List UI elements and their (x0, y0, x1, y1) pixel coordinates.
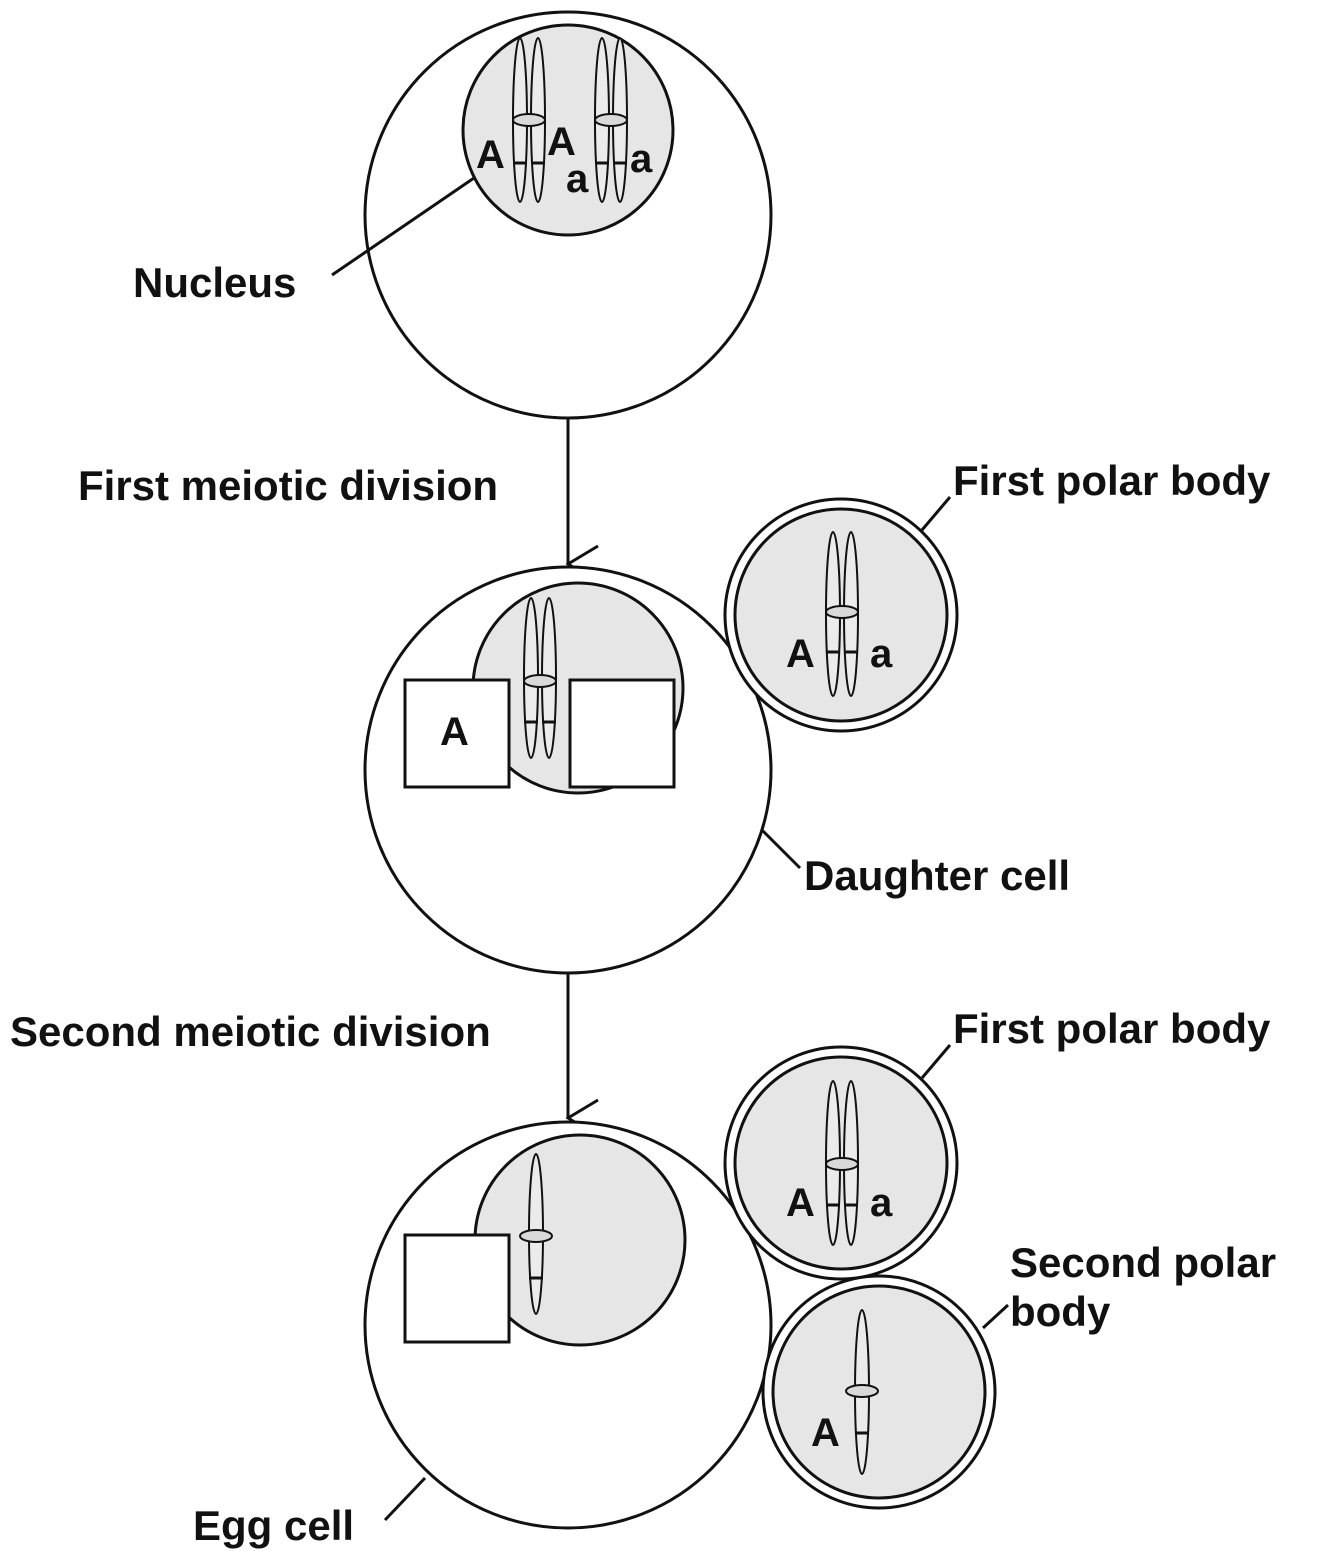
second-polar-body-label-line1: Second polar (1010, 1239, 1276, 1286)
first-polar-body-1-label: First polar body (953, 457, 1271, 504)
nucleus-label: Nucleus (133, 259, 296, 306)
first-polar-body-1-leader-line (922, 497, 950, 530)
allele-label: A (786, 1181, 815, 1225)
egg-cell-leader-line (385, 1478, 425, 1520)
allele-label: a (566, 157, 589, 201)
daughter-cell: A (365, 567, 771, 973)
allele-label: A (476, 133, 505, 177)
daughter-allele-box-right (570, 680, 674, 787)
allele-label: a (870, 1181, 893, 1225)
primary-cell: A A a a (365, 12, 771, 418)
second-polar-body-leader-line (983, 1305, 1008, 1328)
daughter-cell-label: Daughter cell (804, 852, 1070, 899)
allele-label: A (440, 710, 469, 754)
first-polar-body-2-leader-line (922, 1045, 950, 1078)
allele-label: a (630, 137, 653, 181)
egg-cell (365, 1122, 771, 1528)
daughter-cell-leader-line (762, 830, 800, 868)
second-polar-body: A (763, 1276, 995, 1508)
egg-allele-box (405, 1235, 509, 1342)
first-polar-body-2-label: First polar body (953, 1005, 1271, 1052)
allele-label: a (870, 632, 893, 676)
first-polar-body-2: A a (725, 1047, 957, 1279)
first-polar-body-1: A a (725, 499, 957, 731)
allele-label: A (786, 632, 815, 676)
second-division-label: Second meiotic division (10, 1008, 491, 1055)
second-polar-body-label-line2: body (1010, 1288, 1111, 1335)
egg-cell-label: Egg cell (193, 1502, 354, 1549)
first-division-label: First meiotic division (78, 462, 498, 509)
allele-label: A (811, 1411, 840, 1455)
